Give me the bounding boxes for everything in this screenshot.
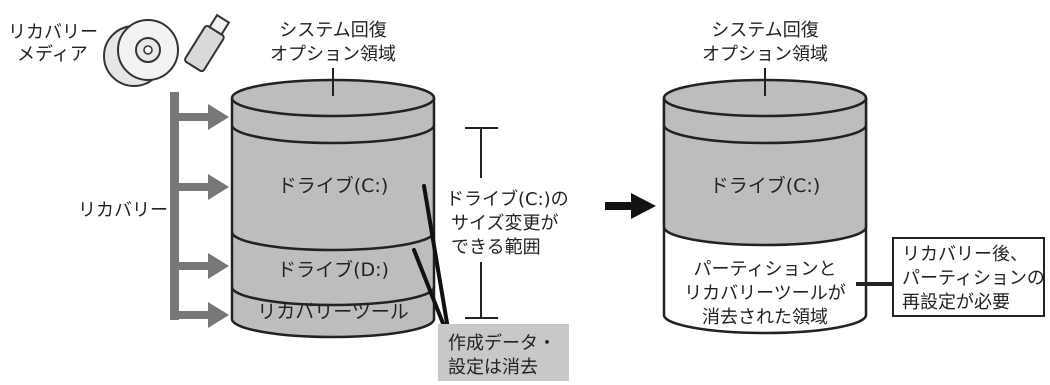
resize-range-bracket xyxy=(465,127,498,319)
right-drive-c-label: ドライブ(C:) xyxy=(710,174,821,197)
left-drive-c-label: ドライブ(C:) xyxy=(278,174,389,197)
note-box xyxy=(892,237,1045,317)
erased-pointer-lines xyxy=(412,184,450,333)
left-drive-d-label: ドライブ(D:) xyxy=(277,258,389,281)
right-erased-line3: 消去された領域 xyxy=(702,307,828,328)
recovery-arrow-tree xyxy=(170,92,229,328)
media-label-line1: リカバリー xyxy=(8,22,98,43)
right-top-label-line1: システム回復 xyxy=(711,20,818,41)
recovery-label: リカバリー xyxy=(78,200,168,221)
transition-arrow xyxy=(605,193,656,219)
note-line3: 再設定が必要 xyxy=(902,292,1010,313)
right-top-label-line2: オプション領域 xyxy=(702,44,828,65)
right-erased-line2: リカバリーツールが xyxy=(684,283,846,304)
erased-callout-box xyxy=(438,324,569,381)
media-label-line2: メディア xyxy=(17,44,88,65)
erased-callout-line1: 作成データ・ xyxy=(448,333,556,354)
left-recovery-tool-label: リカバリーツール xyxy=(257,301,409,323)
resize-range-line1: ドライブ(C:)の xyxy=(446,188,569,210)
left-disk xyxy=(230,78,436,339)
resize-range-line3: できる範囲 xyxy=(451,237,541,258)
left-top-label-line1: システム回復 xyxy=(279,20,386,41)
usb-drive-icon xyxy=(184,13,231,73)
resize-range-line2: サイズ変更が xyxy=(451,213,558,234)
note-line1: リカバリー後、 xyxy=(902,244,1028,265)
disc-icon xyxy=(103,19,179,87)
note-line2: パーティションの xyxy=(902,268,1045,289)
right-disk xyxy=(662,78,868,335)
left-top-label-line2: オプション領域 xyxy=(270,44,396,65)
erased-callout-line2: 設定は消去 xyxy=(448,357,538,378)
right-erased-line1: パーティションと xyxy=(694,259,837,280)
